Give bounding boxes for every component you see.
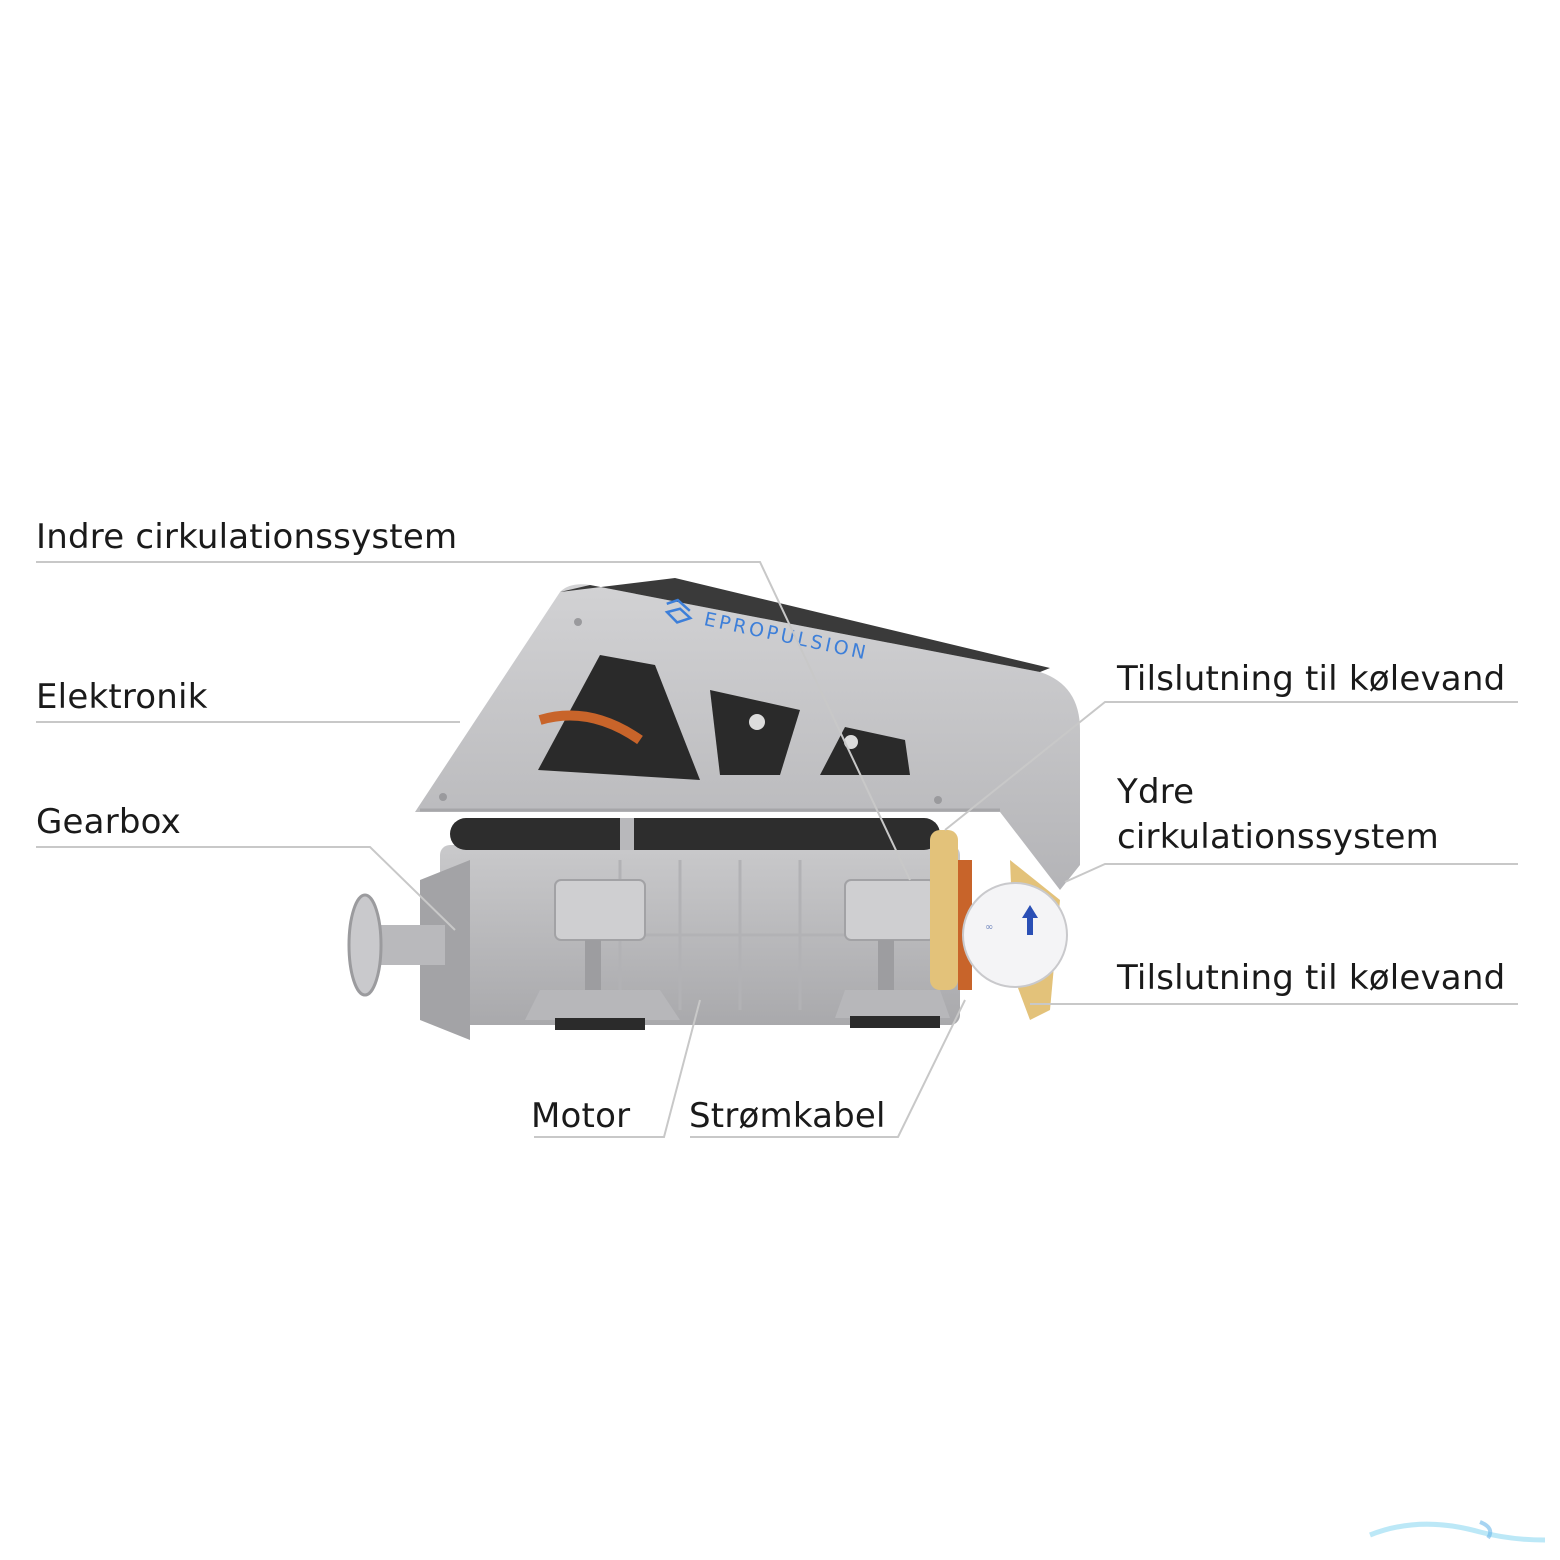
leader-gearbox xyxy=(36,846,456,931)
label-ydre-line2: cirkulationssystem xyxy=(1117,817,1439,857)
label-gearbox: Gearbox xyxy=(36,802,181,842)
motor-body xyxy=(347,818,960,1040)
leader-indre xyxy=(36,561,911,881)
leader-tilslutning-top xyxy=(944,701,1518,831)
cooling-connections: ∞ xyxy=(930,830,1068,1020)
leader-stromkabel xyxy=(690,999,966,1138)
label-ydre-line1: Ydre xyxy=(1117,772,1195,812)
svg-text:∞: ∞ xyxy=(985,922,993,933)
housing-window-1 xyxy=(538,655,700,780)
watermark-swoosh-icon xyxy=(1369,1520,1546,1543)
leader-ydre xyxy=(1064,863,1518,883)
label-elektronik: Elektronik xyxy=(36,677,208,717)
mount-left xyxy=(525,879,680,1030)
leader-motor xyxy=(534,999,701,1138)
label-motor: Motor xyxy=(531,1096,631,1136)
label-stromkabel: Strømkabel xyxy=(689,1096,886,1136)
electronics-housing: EPROPULSION xyxy=(415,578,1080,890)
label-tilslutning-kolevand-top: Tilslutning til kølevand xyxy=(1117,659,1506,699)
label-tilslutning-kolevand-bottom: Tilslutning til kølevand xyxy=(1117,958,1506,998)
label-indre-cirkulationssystem: Indre cirkulationssystem xyxy=(36,517,458,557)
housing-window-2 xyxy=(710,690,800,775)
